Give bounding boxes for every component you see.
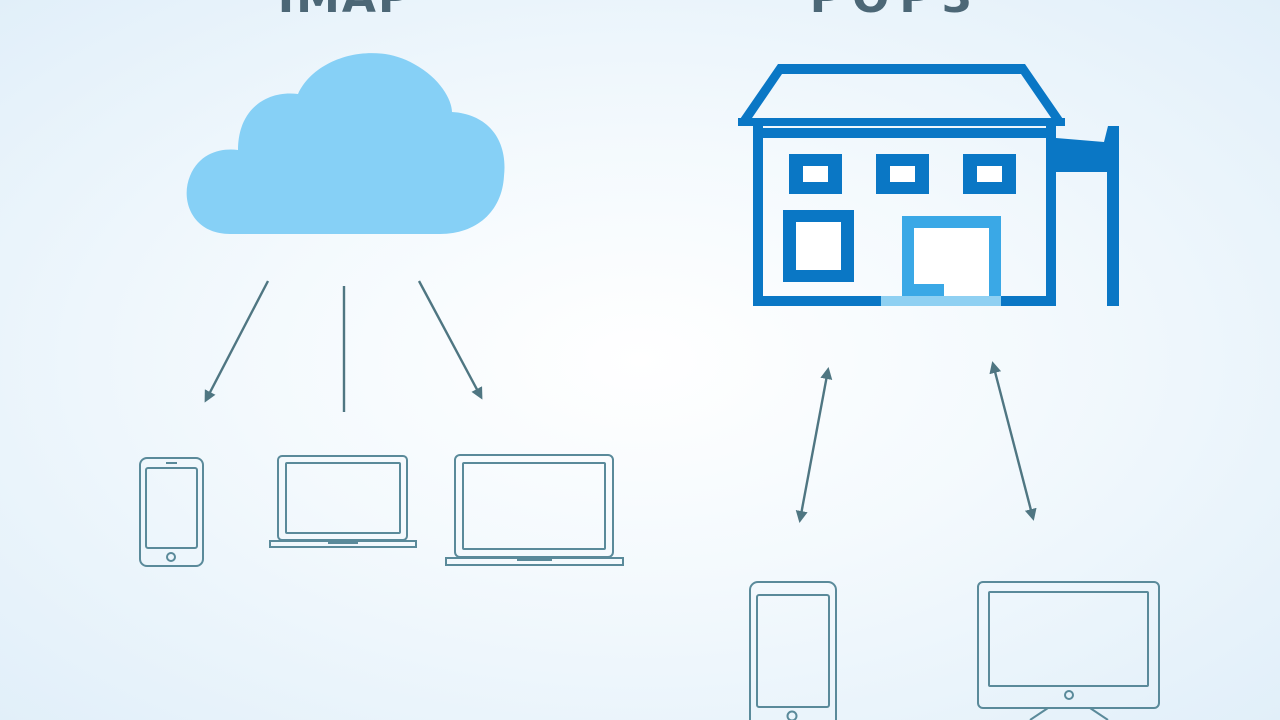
smartphone-icon bbox=[749, 581, 837, 720]
smartphone-icon bbox=[139, 457, 204, 567]
laptop-icon bbox=[269, 455, 417, 548]
imap-heading: IMAP bbox=[195, 0, 495, 20]
desktop-monitor-icon bbox=[977, 581, 1160, 720]
imap-arrow-left bbox=[204, 280, 270, 403]
pop3-heading: POP3 bbox=[746, 0, 1046, 20]
cloud-icon bbox=[186, 53, 505, 234]
laptop-icon bbox=[445, 454, 624, 566]
pop3-arrow-right bbox=[989, 361, 1037, 521]
pop3-arrow-left bbox=[795, 367, 833, 523]
imap-arrow-right bbox=[417, 280, 483, 400]
building-icon bbox=[738, 64, 1119, 306]
